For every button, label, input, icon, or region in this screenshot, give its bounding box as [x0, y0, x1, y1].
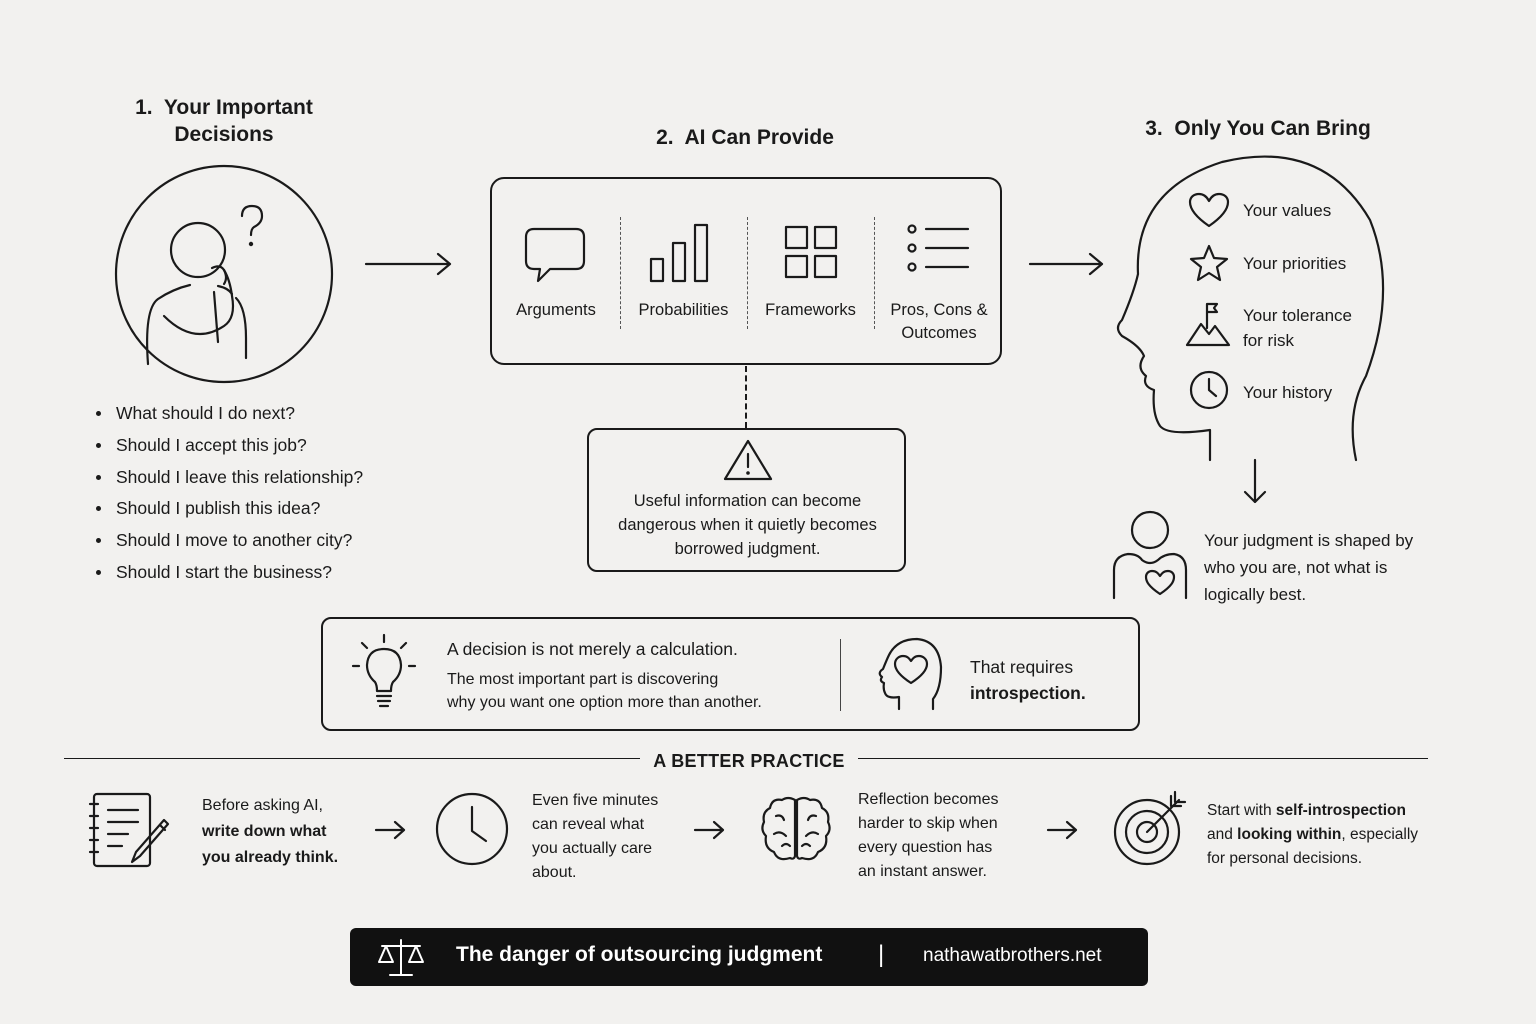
notepad-pencil-icon	[88, 792, 170, 868]
heart-icon	[1188, 192, 1230, 228]
dashed-connector	[745, 366, 747, 428]
warning-icon	[723, 439, 773, 481]
insight-box: A decision is not merely a calculation. …	[321, 617, 1140, 731]
practice-step-3: Reflection becomes harder to skip when e…	[858, 791, 999, 880]
list-item: Should I move to another city?	[96, 527, 363, 559]
head-profile-icon	[1116, 155, 1385, 462]
list-item: What should I do next?	[96, 400, 363, 432]
practice-step-1: Before asking AI, write down what you al…	[202, 797, 339, 866]
divider	[747, 217, 748, 329]
star-icon	[1189, 244, 1229, 282]
footer-site: nathawatbrothers.net	[923, 945, 1102, 966]
divider	[620, 217, 621, 329]
arrow-right-icon	[693, 820, 725, 840]
list-icon	[907, 224, 970, 272]
list-item: Should I accept this job?	[96, 432, 363, 464]
practice-heading: A BETTER PRACTICE	[653, 751, 845, 771]
speech-bubble-icon	[524, 227, 586, 283]
question-list: What should I do next? Should I accept t…	[96, 400, 363, 591]
person-heart-icon	[1112, 510, 1188, 600]
warning-box: Useful information can become dangerous …	[587, 428, 906, 572]
list-item: Should I start the business?	[96, 559, 363, 591]
ai-item-frameworks: Frameworks	[747, 179, 874, 363]
target-icon	[1113, 790, 1187, 866]
section3-title: 3. Only You Can Bring	[1145, 117, 1371, 140]
footer-separator: |	[878, 941, 885, 968]
head-heart-icon	[878, 637, 943, 711]
thinking-person-icon	[114, 164, 334, 384]
practice-step-2: Even five minutes can reveal what you ac…	[532, 792, 659, 881]
grid-icon	[784, 225, 838, 279]
arrow-right-icon	[1028, 252, 1104, 276]
arrow-down-icon	[1243, 458, 1267, 504]
clock-icon	[1189, 370, 1229, 410]
footer-title: The danger of outsourcing judgment	[456, 943, 823, 966]
divider	[874, 217, 875, 329]
ai-provides-box: Arguments Probabilities Frameworks Pros,…	[490, 177, 1002, 365]
ai-item-pros-cons: Pros, Cons & Outcomes	[874, 179, 1004, 363]
clock-icon	[435, 792, 509, 866]
footer-banner: The danger of outsourcing judgment | nat…	[350, 928, 1148, 986]
divider	[840, 639, 841, 711]
mountain-flag-icon	[1185, 302, 1231, 347]
lightbulb-icon	[351, 633, 417, 708]
section2-title: 2. AI Can Provide	[656, 126, 834, 149]
arrow-right-icon	[364, 252, 452, 276]
scales-icon	[378, 939, 424, 976]
ai-item-arguments: Arguments	[492, 179, 620, 363]
brain-icon	[761, 796, 831, 861]
judgment-text: Your judgment is shaped by who you are, …	[1204, 531, 1414, 604]
divider	[858, 758, 1428, 759]
warning-text: Useful information can become dangerous …	[618, 492, 877, 558]
divider	[64, 758, 640, 759]
arrow-right-icon	[1046, 820, 1078, 840]
list-item: Should I publish this idea?	[96, 495, 363, 527]
list-item: Should I leave this relationship?	[96, 464, 363, 496]
ai-item-probabilities: Probabilities	[620, 179, 747, 363]
bar-chart-icon	[649, 223, 709, 283]
practice-step-4: Start with self-introspection and lookin…	[1207, 802, 1419, 867]
arrow-right-icon	[374, 820, 406, 840]
section1-title: 1. Your Important Decisions	[135, 96, 313, 146]
